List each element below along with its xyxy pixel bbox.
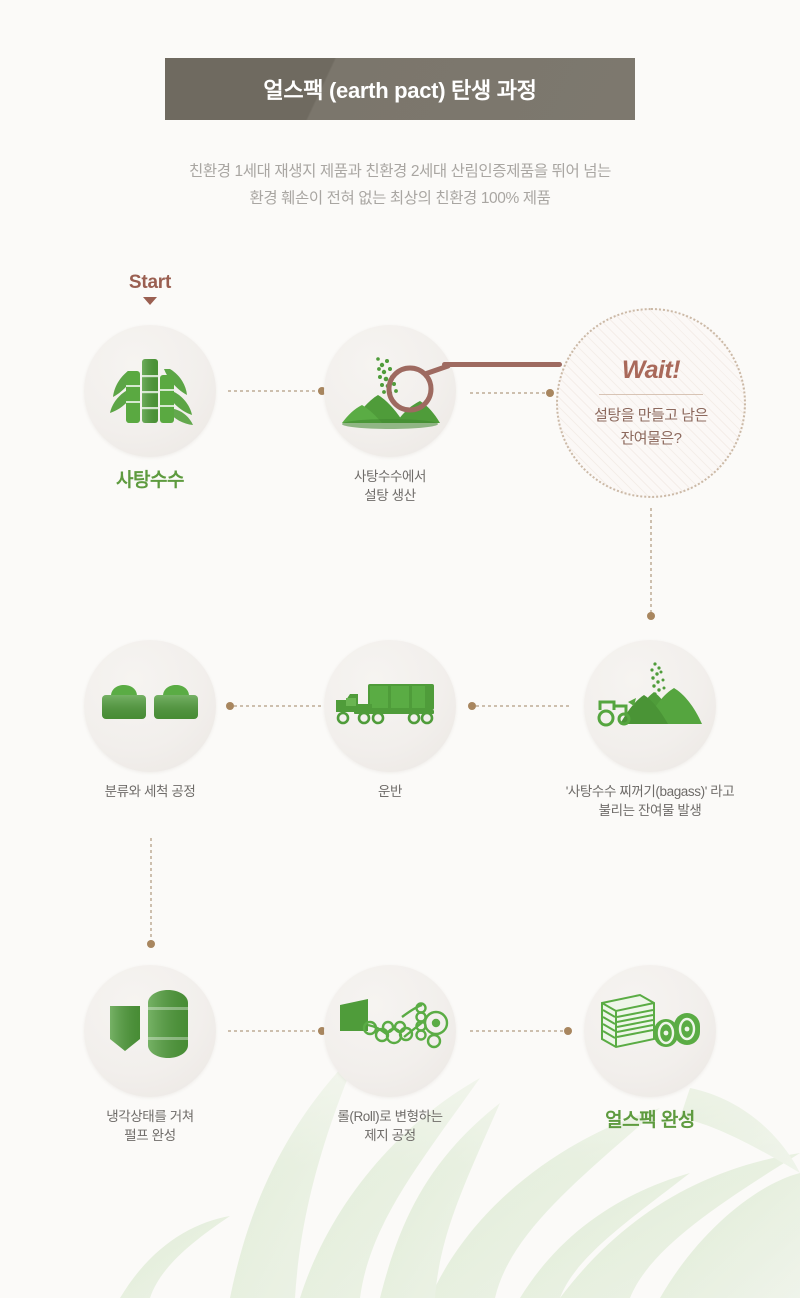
caption-line-1: 사탕수수 bbox=[116, 470, 184, 491]
caption-line-2: 설탕 생산 bbox=[364, 488, 416, 503]
node-disc bbox=[584, 640, 716, 772]
node-disc bbox=[324, 325, 456, 457]
start-label: Start bbox=[128, 272, 172, 293]
bamboo-sugarcane-icon bbox=[110, 359, 193, 425]
caption-line-1: 운반 bbox=[377, 784, 403, 799]
flow-node-sugarcane[interactable]: 사탕수수 bbox=[84, 325, 216, 490]
node-caption: 얼스팩 완성 bbox=[520, 1111, 780, 1130]
node-caption: '사탕수수 찌꺼기(bagass)' 라고 불리는 잔여물 발생 bbox=[500, 782, 800, 820]
caption-line-1: 롤(Roll)로 변형하는 bbox=[337, 1109, 443, 1124]
flow-node-paper-rolling[interactable]: 롤(Roll)로 변형하는 제지 공정 bbox=[324, 965, 456, 1143]
node-disc bbox=[584, 965, 716, 1097]
flow-node-earthpact-complete[interactable]: 얼스팩 완성 bbox=[584, 965, 716, 1130]
connector-wait-to-bagasse bbox=[647, 508, 655, 620]
tractor-bagasse-piles-icon bbox=[597, 662, 702, 727]
hills-with-magnifier-icon bbox=[342, 357, 451, 429]
connector-rolling-to-complete bbox=[470, 1027, 572, 1035]
node-caption: 분류와 세척 공정 bbox=[20, 782, 280, 801]
magnifier-handle-extension bbox=[442, 362, 562, 367]
flow-node-pulp-cooling[interactable]: 냉각상태를 거쳐 펄프 완성 bbox=[84, 965, 216, 1143]
connector-pulp-to-rolling bbox=[228, 1027, 326, 1035]
wait-question-line-2: 잔여물은? bbox=[620, 430, 682, 447]
cooling-tanks-icon bbox=[110, 990, 188, 1058]
page-title: 얼스팩 (earth pact) 탄생 과정 bbox=[263, 78, 537, 103]
flow-node-sugar-production[interactable]: 사탕수수에서 설탕 생산 bbox=[324, 325, 456, 503]
wait-title: Wait! bbox=[621, 356, 681, 384]
caption-line-1: 냉각상태를 거쳐 bbox=[106, 1109, 194, 1124]
wait-callout-bubble: Wait! 설탕을 만들고 남은 잔여물은? bbox=[556, 308, 746, 498]
node-caption: 냉각상태를 거쳐 펄프 완성 bbox=[20, 1107, 280, 1145]
connector-bagasse-to-transport bbox=[468, 702, 570, 710]
caption-line-1: '사탕수수 찌꺼기(bagass)' 라고 bbox=[565, 784, 735, 799]
node-caption: 사탕수수 bbox=[20, 471, 280, 490]
wait-question-line-1: 설탕을 만들고 남은 bbox=[594, 407, 708, 424]
paper-roller-machine-icon bbox=[340, 999, 449, 1049]
triangle-down-arrow-icon bbox=[143, 297, 157, 305]
page-title-bar: 얼스팩 (earth pact) 탄생 과정 bbox=[165, 58, 635, 120]
washing-vats-icon bbox=[102, 685, 198, 719]
node-disc bbox=[324, 965, 456, 1097]
flow-node-sorting-washing[interactable]: 분류와 세척 공정 bbox=[84, 640, 216, 799]
subtitle-line-1: 친환경 1세대 재생지 제품과 친환경 2세대 산림인증제품을 뛰어 넘는 bbox=[189, 163, 611, 180]
page-subtitle: 친환경 1세대 재생지 제품과 친환경 2세대 산림인증제품을 뛰어 넘는 환경… bbox=[0, 158, 800, 212]
subtitle-line-2: 환경 훼손이 전혀 없는 최상의 친환경 100% 제품 bbox=[249, 190, 551, 207]
connector-washing-to-pulp bbox=[147, 838, 155, 948]
truck-trailer-icon bbox=[336, 684, 434, 725]
node-caption: 롤(Roll)로 변형하는 제지 공정 bbox=[260, 1107, 520, 1145]
caption-line-2: 제지 공정 bbox=[364, 1128, 416, 1143]
paper-stack-rolls-icon bbox=[601, 993, 700, 1049]
node-disc bbox=[84, 965, 216, 1097]
caption-line-2: 펄프 완성 bbox=[124, 1128, 176, 1143]
caption-line-1: 얼스팩 완성 bbox=[605, 1110, 695, 1131]
node-disc bbox=[84, 325, 216, 457]
node-caption: 운반 bbox=[260, 782, 520, 801]
node-caption: 사탕수수에서 설탕 생산 bbox=[260, 467, 520, 505]
caption-line-1: 사탕수수에서 bbox=[353, 469, 427, 484]
flow-node-bagasse-residue[interactable]: '사탕수수 찌꺼기(bagass)' 라고 불리는 잔여물 발생 bbox=[566, 640, 735, 818]
node-disc bbox=[324, 640, 456, 772]
start-badge: Start bbox=[108, 272, 192, 305]
wait-divider bbox=[599, 394, 703, 395]
connector-sugarcane-to-sugar bbox=[228, 387, 326, 395]
caption-line-1: 분류와 세척 공정 bbox=[104, 784, 196, 799]
connector-transport-to-washing bbox=[226, 702, 324, 710]
caption-line-2: 불리는 잔여물 발생 bbox=[598, 803, 702, 818]
flow-node-transport[interactable]: 운반 bbox=[324, 640, 456, 799]
connector-sugar-to-wait bbox=[470, 389, 554, 397]
node-disc bbox=[84, 640, 216, 772]
wait-question: 설탕을 만들고 남은 잔여물은? bbox=[594, 404, 708, 450]
